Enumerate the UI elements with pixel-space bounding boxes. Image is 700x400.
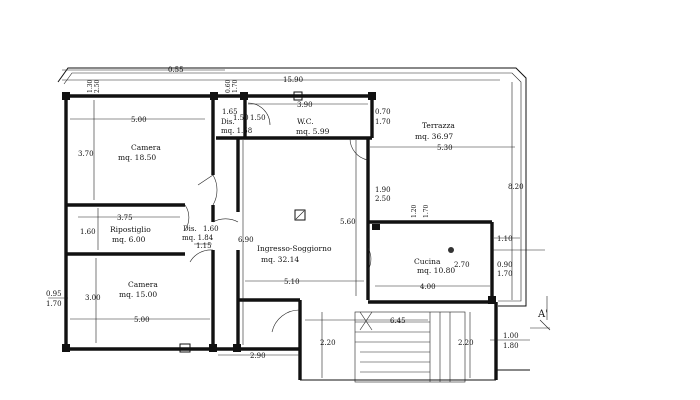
dimension-labels: 0.55 1.30 2.50 0.60 1.70 15.90 5.00 1.65…: [46, 66, 524, 360]
dis-top-name: Dis.: [221, 118, 235, 126]
dim-150-a: 1.50: [233, 114, 249, 122]
dim-170-cu: 1.70: [423, 204, 430, 218]
dim-220-b: 2.20: [458, 339, 474, 347]
dim-170-l: 1.70: [46, 300, 62, 308]
dim-690: 6.90: [238, 236, 254, 244]
ingresso-name: Ingresso-Soggiorno: [257, 244, 332, 253]
wc-name: W.C.: [297, 117, 314, 126]
dim-055: 0.55: [168, 66, 184, 74]
dim-500-top: 5.00: [131, 116, 147, 124]
dim-250-mid: 2.50: [375, 195, 391, 203]
camera-bottom-area: mq. 15.00: [119, 290, 157, 299]
dim-180: 1.80: [503, 342, 519, 350]
staircase: [300, 311, 530, 383]
terrace-outline: [57, 67, 527, 307]
dim-120: 1.20: [411, 204, 418, 218]
dim-170-r: 1.70: [497, 270, 513, 278]
dim-160-a: 1.60: [80, 228, 96, 236]
camera-top-area: mq. 18.50: [118, 153, 156, 162]
dis-mid-area: mq. 1.84: [182, 234, 214, 242]
dim-130: 1.30: [87, 79, 94, 93]
dim-270: 2.70: [454, 261, 470, 269]
camera-top-name: Camera: [131, 143, 161, 152]
dim-560: 5.60: [340, 218, 356, 226]
dim-115: 1.15: [196, 242, 212, 250]
dim-400: 4.00: [420, 283, 436, 291]
dim-300: 3.00: [85, 294, 101, 302]
dim-530: 5.30: [437, 144, 453, 152]
dim-150-b: 1.50: [250, 114, 266, 122]
dim-220-a: 2.20: [320, 339, 336, 347]
dim-370: 3.70: [78, 150, 94, 158]
walls: [62, 94, 498, 380]
ripostiglio-area: mq. 6.00: [112, 235, 146, 244]
dis-mid-name: Dis.: [183, 225, 197, 233]
dim-1590: 15.90: [283, 76, 303, 84]
dim-390: 3.90: [297, 101, 313, 109]
dim-375: 3.75: [117, 214, 133, 222]
dimension-lines: [48, 69, 551, 378]
terrazza-area: mq. 36.97: [415, 132, 453, 141]
dim-290: 2.90: [250, 352, 266, 360]
dim-500-bottom: 5.00: [134, 316, 150, 324]
dim-110: 1.10: [497, 235, 513, 243]
dim-095: 0.95: [46, 290, 62, 298]
cucina-area: mq. 10.80: [417, 266, 455, 275]
dis-top-area: mq. 1.58: [221, 127, 252, 135]
column-blocks: [62, 91, 496, 353]
dim-060: 0.60: [225, 79, 232, 93]
dim-645: 6.45: [390, 317, 406, 325]
ingresso-area: mq. 32.14: [261, 255, 299, 264]
dim-170-top: 1.70: [232, 79, 239, 93]
dim-170-wc: 1.70: [375, 118, 391, 126]
section-mark: A': [537, 309, 548, 320]
dim-070: 0.70: [375, 108, 391, 116]
dim-250-top: 2.50: [94, 79, 101, 93]
wc-area: mq. 5.99: [296, 127, 330, 136]
dim-090: 0.90: [497, 261, 513, 269]
cucina-name: Cucina: [414, 257, 441, 266]
door-swings: [184, 102, 372, 333]
terrazza-name: Terrazza: [422, 121, 455, 130]
room-labels: Camera mq. 18.50 Dis. mq. 1.58 W.C. mq. …: [110, 117, 455, 299]
dim-160-b: 1.60: [203, 225, 219, 233]
dim-820: 8.20: [508, 183, 524, 191]
dim-190: 1.90: [375, 186, 391, 194]
camera-bottom-name: Camera: [128, 280, 158, 289]
dim-510: 5.10: [284, 278, 300, 286]
dim-100: 1.00: [503, 332, 519, 340]
kitchen-fixtures: [448, 247, 548, 320]
dim-165: 1.65: [222, 108, 238, 116]
ripostiglio-name: Ripostiglio: [110, 225, 151, 234]
